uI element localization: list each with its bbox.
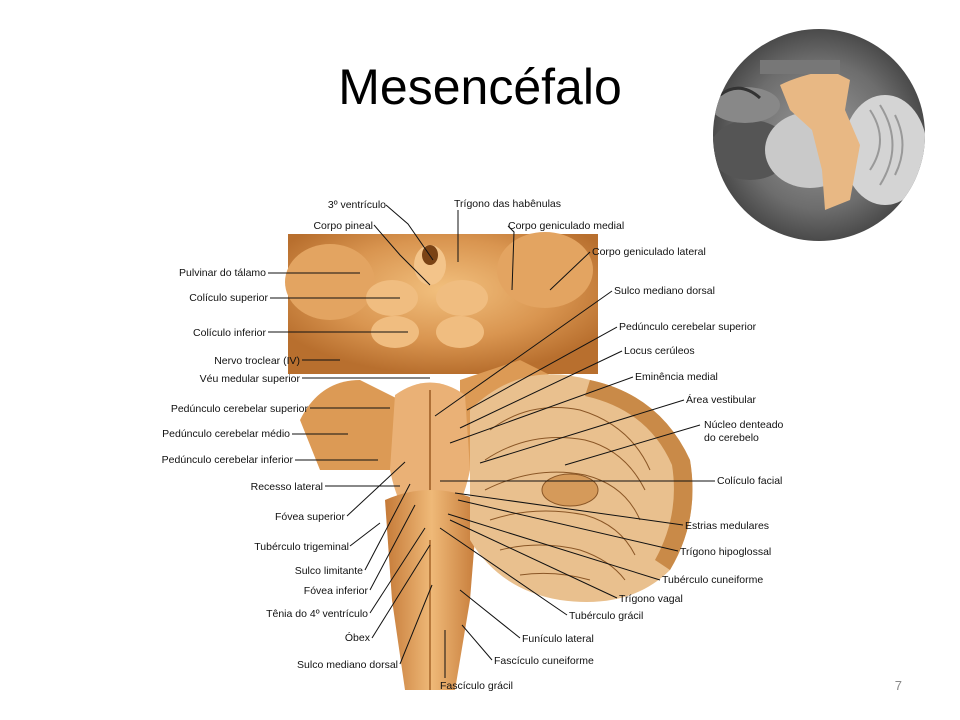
label-pedunculo-cerebelar-medio: Pedúnculo cerebelar médio xyxy=(162,428,290,440)
label-pulvinar-do-talamo: Pulvinar do tálamo xyxy=(179,267,266,279)
label-sulco-limitante: Sulco limitante xyxy=(295,565,363,577)
label-corpo-pineal: Corpo pineal xyxy=(313,220,373,232)
label-tuberculo-trigeminal: Tubérculo trigeminal xyxy=(254,541,349,553)
label-trigono-das-habenulas: Trígono das habênulas xyxy=(454,198,561,210)
label-fasciculo-gracil: Fascículo grácil xyxy=(440,680,513,692)
label-coliculo-superior: Colículo superior xyxy=(189,292,268,304)
label-fovea-superior: Fóvea superior xyxy=(275,511,346,523)
label-pedunculo-cerebelar-superior-left: Pedúnculo cerebelar superior xyxy=(171,403,309,415)
label-sulco-mediano-dorsal-left: Sulco mediano dorsal xyxy=(297,659,398,671)
right-leader-lines xyxy=(434,210,715,661)
label-fovea-inferior: Fóvea inferior xyxy=(304,585,369,597)
label-estrias-medulares: Estrias medulares xyxy=(685,520,769,532)
label-eminencia-medial: Eminência medial xyxy=(635,371,718,383)
mri-thumbnail xyxy=(713,29,925,241)
label-pedunculo-cerebelar-superior-right: Pedúnculo cerebelar superior xyxy=(619,321,757,333)
label-coliculo-inferior: Colículo inferior xyxy=(193,327,266,339)
label-trigono-hipoglossal: Trígono hipoglossal xyxy=(680,546,771,558)
label-corpo-geniculado-medial: Corpo geniculado medial xyxy=(508,220,624,232)
label-sulco-mediano-dorsal-right: Sulco mediano dorsal xyxy=(614,285,715,297)
slide-title: Mesencéfalo xyxy=(338,59,622,115)
label-pedunculo-cerebelar-inferior: Pedúnculo cerebelar inferior xyxy=(162,454,294,466)
label-corpo-geniculado-lateral: Corpo geniculado lateral xyxy=(592,246,706,258)
label-nervo-troclear: Nervo troclear (IV) xyxy=(214,355,300,367)
label-tuberculo-gracil: Tubérculo grácil xyxy=(569,610,643,622)
label-funiculo-lateral: Funículo lateral xyxy=(522,633,594,645)
label-coliculo-facial: Colículo facial xyxy=(717,475,782,487)
left-leader-lines xyxy=(268,204,446,678)
label-trigono-vagal: Trígono vagal xyxy=(619,593,683,605)
brainstem-illustration xyxy=(285,232,693,690)
label-tuberculo-cuneiforme: Tubérculo cuneiforme xyxy=(662,574,763,586)
label-tenia-do-4o-ventriculo: Tênia do 4º ventrículo xyxy=(266,608,368,620)
label-locus-ceruleos: Locus cerúleos xyxy=(624,345,695,357)
slide-number: 7 xyxy=(894,678,902,693)
label-area-vestibular: Área vestibular xyxy=(686,393,757,406)
left-labels: 3º ventrículo Corpo pineal Pulvinar do t… xyxy=(162,199,513,692)
label-nucleo-denteado: Núcleo denteado xyxy=(704,419,784,431)
label-veu-medular-superior: Véu medular superior xyxy=(200,373,301,385)
label-do-cerebelo: do cerebelo xyxy=(704,432,759,444)
label-recesso-lateral: Recesso lateral xyxy=(251,481,323,493)
label-3o-ventriculo: 3º ventrículo xyxy=(328,199,386,211)
label-obex: Óbex xyxy=(345,631,371,644)
right-labels: Trígono das habênulas Corpo geniculado m… xyxy=(454,198,784,667)
label-fasciculo-cuneiforme: Fascículo cuneiforme xyxy=(494,655,594,667)
